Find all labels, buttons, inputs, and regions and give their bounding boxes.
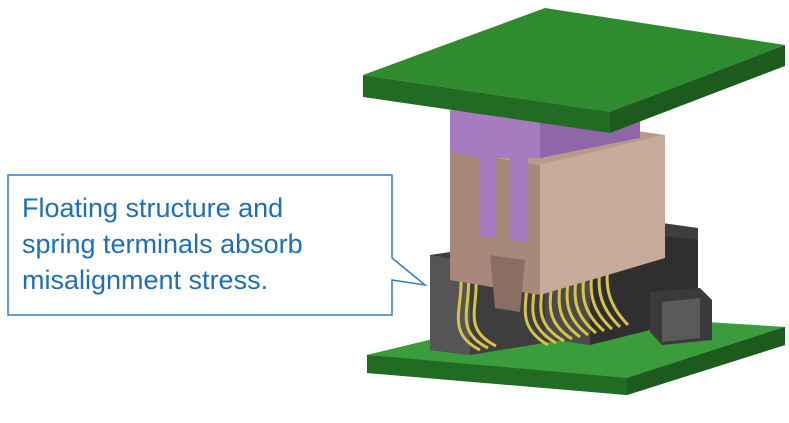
callout-text: Floating structure and spring terminals … [22,190,382,298]
callout-box [7,174,428,316]
callout-line-2: spring terminals absorb [22,229,303,259]
top-pcb [363,8,785,133]
callout-line-3: misalignment stress. [22,265,269,295]
callout-line-1: Floating structure and [22,193,284,223]
